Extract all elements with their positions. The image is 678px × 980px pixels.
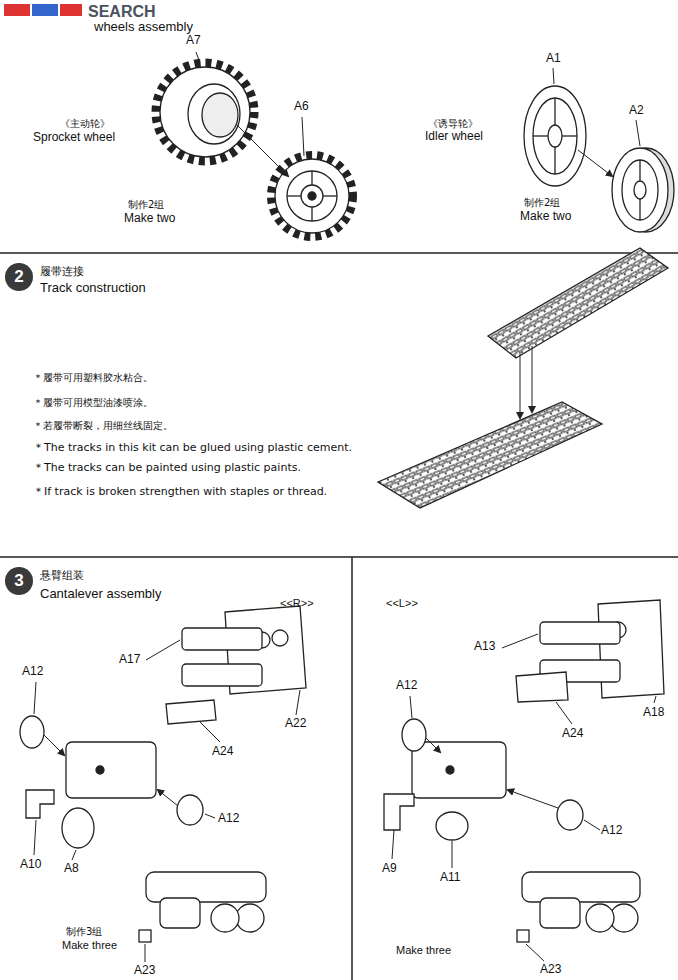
step-number-text: 2	[14, 267, 23, 287]
part-name: Idler wheel	[425, 130, 483, 144]
part-number: A24	[562, 727, 583, 741]
leader-line	[196, 52, 304, 176]
suspension-part	[20, 606, 306, 942]
instruction-note: ＊履带可用塑料胶水粘合。	[33, 372, 153, 384]
suspension-part	[384, 600, 664, 942]
instruction-note: ＊The tracks in this kit can be glued usi…	[33, 442, 352, 455]
part-number: A23	[540, 963, 561, 977]
step-number: 3	[5, 567, 33, 595]
leader-line	[553, 68, 640, 176]
part-number: A23	[134, 964, 155, 978]
part-number: A8	[64, 862, 79, 876]
part-number: A10	[20, 858, 41, 872]
part-number: A12	[22, 665, 43, 679]
part-number: A22	[285, 717, 306, 731]
part-number: A7	[186, 34, 201, 48]
part-number: A2	[629, 104, 644, 118]
assembly-arrow	[520, 346, 532, 418]
step-title: 悬臂组装	[40, 570, 84, 583]
quantity-note: Make two	[124, 212, 175, 226]
part-number: A12	[218, 812, 239, 826]
part-number: A12	[396, 679, 417, 693]
leader-line	[34, 640, 300, 962]
watermark-logo	[4, 4, 82, 16]
step-number: 2	[5, 263, 33, 291]
step-number-text: 3	[14, 571, 23, 591]
part-name: 《诱导轮》	[428, 118, 478, 130]
sprocket-wheel	[271, 155, 353, 237]
quantity-note: Make two	[520, 210, 571, 224]
side-marker: <<L>>	[386, 597, 418, 610]
part-number: A12	[601, 824, 622, 838]
part-number: A11	[440, 871, 460, 885]
quantity-note: Make three	[396, 944, 451, 957]
section-divider	[0, 253, 678, 980]
track-section	[378, 248, 668, 508]
quantity-note: 制作3组	[66, 926, 102, 938]
step-title: 履带连接	[40, 266, 84, 279]
part-number: A24	[212, 745, 233, 759]
part-name: Sprocket wheel	[33, 131, 115, 145]
step-title: Track construction	[40, 281, 146, 296]
part-number: A6	[294, 100, 309, 114]
quantity-note: 制作2组	[128, 199, 164, 211]
quantity-note: Make three	[62, 939, 117, 952]
quantity-note: 制作2组	[524, 197, 560, 209]
watermark: SEARCH	[88, 3, 156, 21]
part-number: A1	[546, 52, 561, 66]
instruction-note: ＊若履带断裂，用细丝线固定。	[33, 420, 173, 432]
sprocket-wheel	[156, 63, 254, 161]
idler-wheel	[524, 86, 586, 186]
part-name: 《主动轮》	[60, 118, 110, 130]
part-number: A18	[643, 706, 664, 720]
part-number: A17	[119, 653, 140, 667]
instruction-note: ＊履带可用模型油漆喷涂。	[33, 397, 153, 409]
instruction-note: ＊The tracks can be painted using plastic…	[33, 462, 301, 475]
instruction-note: ＊If track is broken strengthen with stap…	[33, 486, 327, 499]
part-number: A9	[382, 862, 397, 876]
step-title: Cantalever assembly	[40, 587, 161, 602]
section-title: wheels assembly	[94, 20, 193, 35]
leader-line	[392, 634, 656, 961]
part-number: A13	[474, 640, 495, 654]
idler-wheel	[612, 148, 674, 232]
side-marker: <<R>>	[280, 597, 314, 610]
